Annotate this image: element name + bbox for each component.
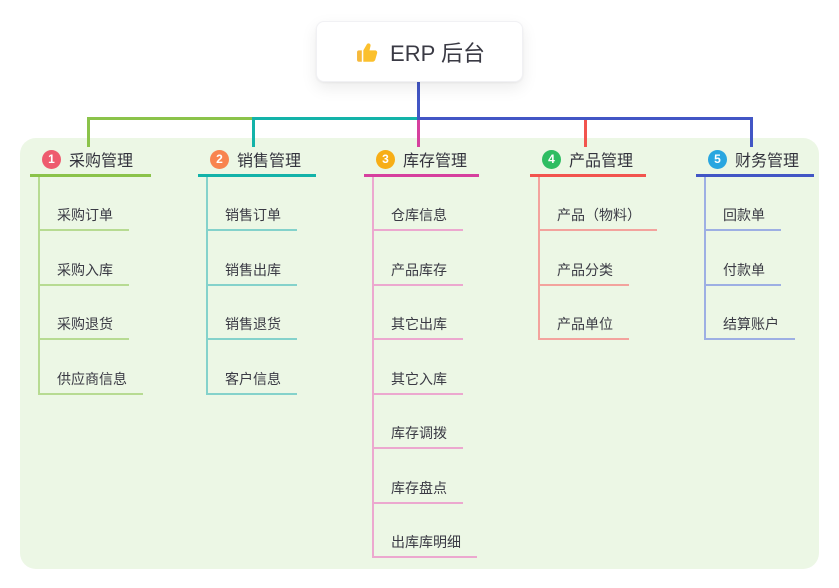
root-node[interactable]: ERP 后台 xyxy=(316,21,523,82)
branch-title-label: 库存管理 xyxy=(403,153,468,170)
branch-title-node[interactable]: 5 财务管理 xyxy=(708,147,839,171)
branch-title-label: 销售管理 xyxy=(237,153,302,170)
branch-number-badge: 5 xyxy=(708,149,727,169)
branch-children-line xyxy=(704,177,706,340)
thumbs-up-icon xyxy=(354,39,380,65)
branch-4: 4 产品管理产品（物料） 产品分类产品单位 xyxy=(530,147,710,340)
branch-number-badge: 4 xyxy=(542,149,561,169)
branch-children-line xyxy=(206,177,208,395)
branch-5: 5 财务管理回款单付款单结算账户 xyxy=(696,147,839,340)
branch-2: 2 销售管理销售订单销售出库销售退货客户信息 xyxy=(198,147,378,395)
child-node[interactable]: 供应商信息 xyxy=(38,371,143,395)
child-node[interactable]: 产品单位 xyxy=(538,316,629,340)
child-node[interactable]: 付款单 xyxy=(704,262,781,286)
child-node[interactable]: 采购退货 xyxy=(38,316,129,340)
branch-title-label: 产品管理 xyxy=(569,153,634,170)
child-node[interactable]: 库存调拨 xyxy=(372,425,463,449)
child-node[interactable]: 其它出库 xyxy=(372,316,463,340)
branch-title-node[interactable]: 4 产品管理 xyxy=(542,147,710,171)
child-node[interactable]: 其它入库 xyxy=(372,371,463,395)
child-node[interactable]: 采购入库 xyxy=(38,262,129,286)
child-node[interactable]: 产品库存 xyxy=(372,262,463,286)
branch-title-underline xyxy=(530,174,646,177)
child-node[interactable]: 产品分类 xyxy=(538,262,629,286)
child-node[interactable]: 库存盘点 xyxy=(372,480,463,504)
root-title: ERP 后台 xyxy=(390,40,485,66)
branch-number-badge: 3 xyxy=(376,149,395,169)
branch-title-label: 财务管理 xyxy=(735,153,800,170)
branch-drop-line-4 xyxy=(584,120,587,147)
bus-segment-1 xyxy=(87,117,252,120)
branch-title-node[interactable]: 3 库存管理 xyxy=(376,147,544,171)
child-node[interactable]: 销售订单 xyxy=(206,207,297,231)
branch-drop-line-5 xyxy=(750,120,753,147)
branch-title-node[interactable]: 2 销售管理 xyxy=(210,147,378,171)
branch-children-line xyxy=(38,177,40,395)
child-node[interactable]: 采购订单 xyxy=(38,207,129,231)
branch-drop-line-2 xyxy=(252,120,255,147)
mindmap-panel xyxy=(20,138,819,569)
child-node[interactable]: 出库库明细 xyxy=(372,534,477,558)
root-connector-line xyxy=(417,82,420,117)
child-node[interactable]: 销售退货 xyxy=(206,316,297,340)
bus-segment-2 xyxy=(252,117,420,120)
child-node[interactable]: 客户信息 xyxy=(206,371,297,395)
branch-children-line xyxy=(372,177,374,558)
child-node[interactable]: 产品（物料） xyxy=(538,207,657,231)
child-node[interactable]: 结算账户 xyxy=(704,316,795,340)
branch-title-underline xyxy=(198,174,316,177)
branch-1: 1 采购管理采购订单采购入库采购退货供应商信息 xyxy=(30,147,210,395)
branch-title-underline xyxy=(696,174,814,177)
branch-title-underline xyxy=(30,174,151,177)
branch-children-line xyxy=(538,177,540,340)
child-node[interactable]: 销售出库 xyxy=(206,262,297,286)
branch-3: 3 库存管理仓库信息产品库存其它出库其它入库库存调拨库存盘点出库库明细 xyxy=(364,147,544,558)
branch-title-node[interactable]: 1 采购管理 xyxy=(42,147,210,171)
branch-title-underline xyxy=(364,174,479,177)
branch-drop-line-3 xyxy=(417,120,420,147)
child-node[interactable]: 仓库信息 xyxy=(372,207,463,231)
branch-drop-line-1 xyxy=(87,120,90,147)
branch-number-badge: 1 xyxy=(42,149,61,169)
branch-title-label: 采购管理 xyxy=(69,153,134,170)
child-node[interactable]: 回款单 xyxy=(704,207,781,231)
branch-number-badge: 2 xyxy=(210,149,229,169)
bus-segment-3 xyxy=(417,117,753,120)
